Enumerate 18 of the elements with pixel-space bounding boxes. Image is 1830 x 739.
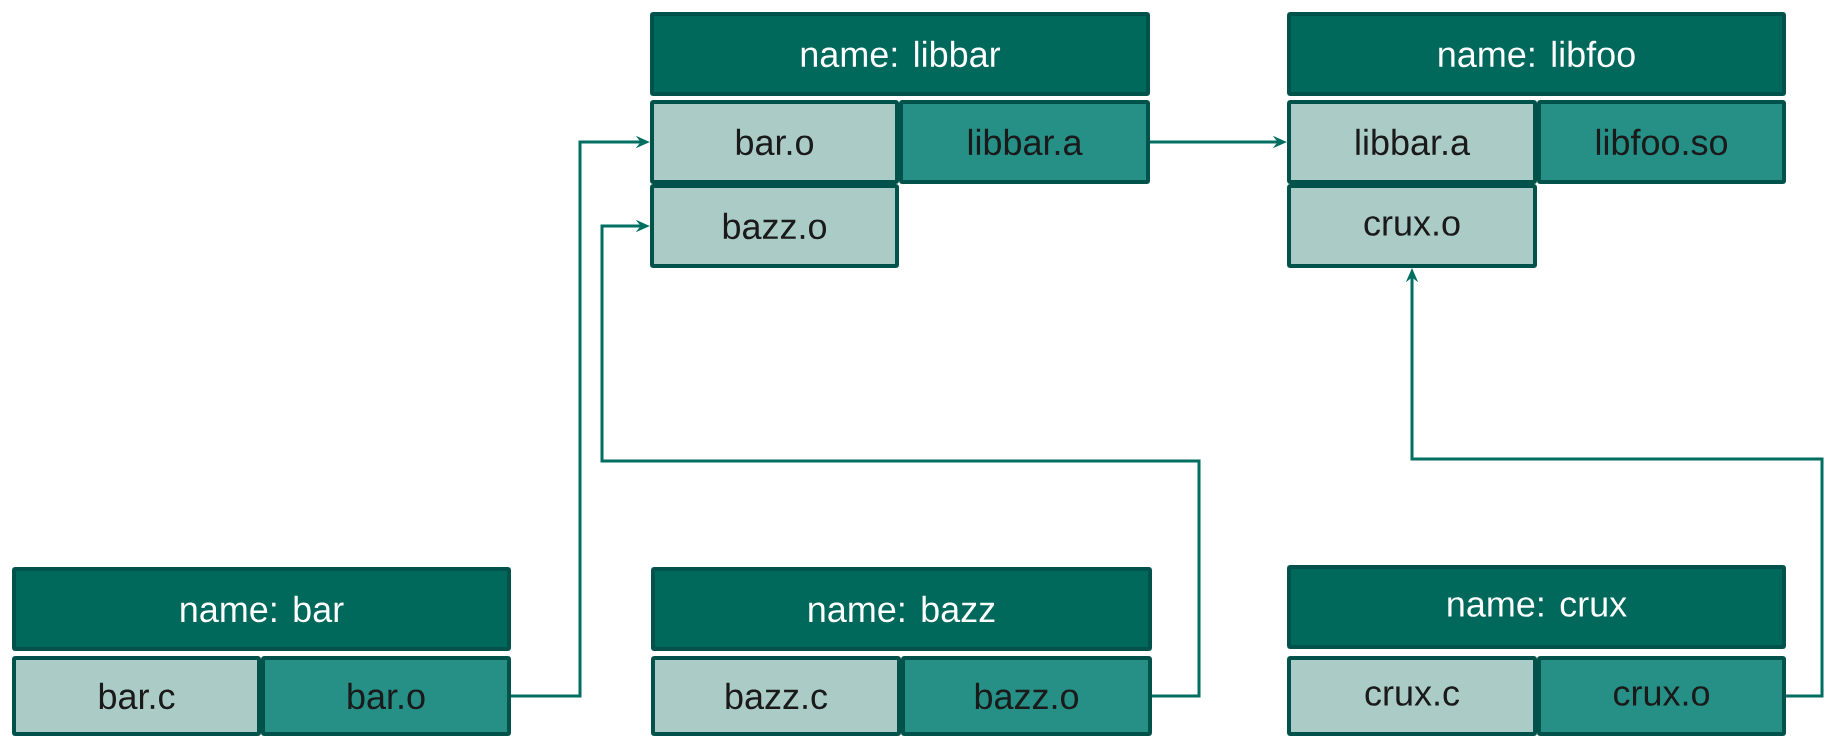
package-header: name: libbar: [650, 12, 1150, 96]
package-header: name: bar: [12, 567, 511, 651]
file-cell: bazz.o: [901, 656, 1152, 736]
file-cell: crux.o: [1287, 184, 1537, 268]
file-cell: bazz.c: [651, 656, 901, 736]
file-cell: bar.c: [12, 656, 261, 736]
file-cell: crux.o: [1537, 656, 1786, 736]
package-header: name: libfoo: [1287, 12, 1786, 96]
file-cell: crux.c: [1287, 656, 1537, 736]
file-cell: bar.o: [650, 100, 899, 184]
package-header: name: bazz: [651, 567, 1152, 651]
file-cell: libbar.a: [1287, 100, 1537, 184]
file-cell: libfoo.so: [1537, 100, 1786, 184]
file-cell: bazz.o: [650, 184, 899, 268]
arrow: [600, 219, 1201, 698]
file-cell: libbar.a: [899, 100, 1150, 184]
package-header: name: crux: [1287, 565, 1786, 649]
file-cell: bar.o: [261, 656, 511, 736]
